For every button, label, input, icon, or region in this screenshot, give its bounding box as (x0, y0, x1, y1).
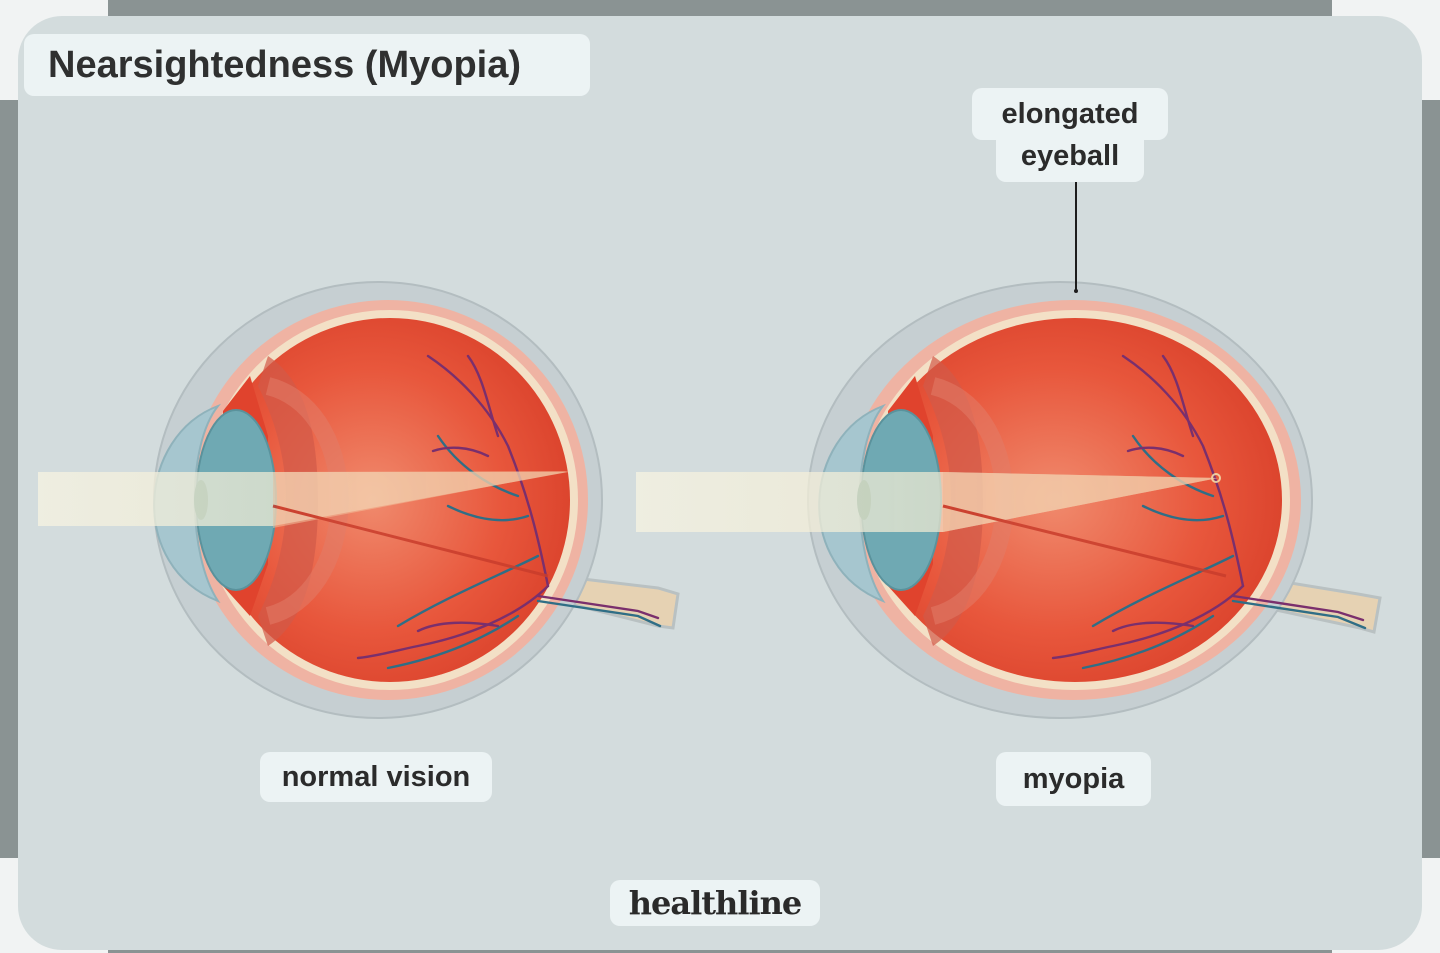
myopia-label: myopia (996, 752, 1151, 806)
elongated-label-line2: eyeball (996, 134, 1144, 182)
light-beams (38, 471, 1227, 578)
page-title: Nearsightedness (Myopia) (24, 34, 590, 96)
elongated-label-line1: elongated (972, 88, 1168, 140)
healthline-logo: healthline (610, 880, 820, 926)
diagram-card: Nearsightedness (Myopia) elongated eyeba… (18, 16, 1422, 950)
normal-vision-label: normal vision (260, 752, 492, 802)
eye-diagram (38, 180, 1382, 719)
